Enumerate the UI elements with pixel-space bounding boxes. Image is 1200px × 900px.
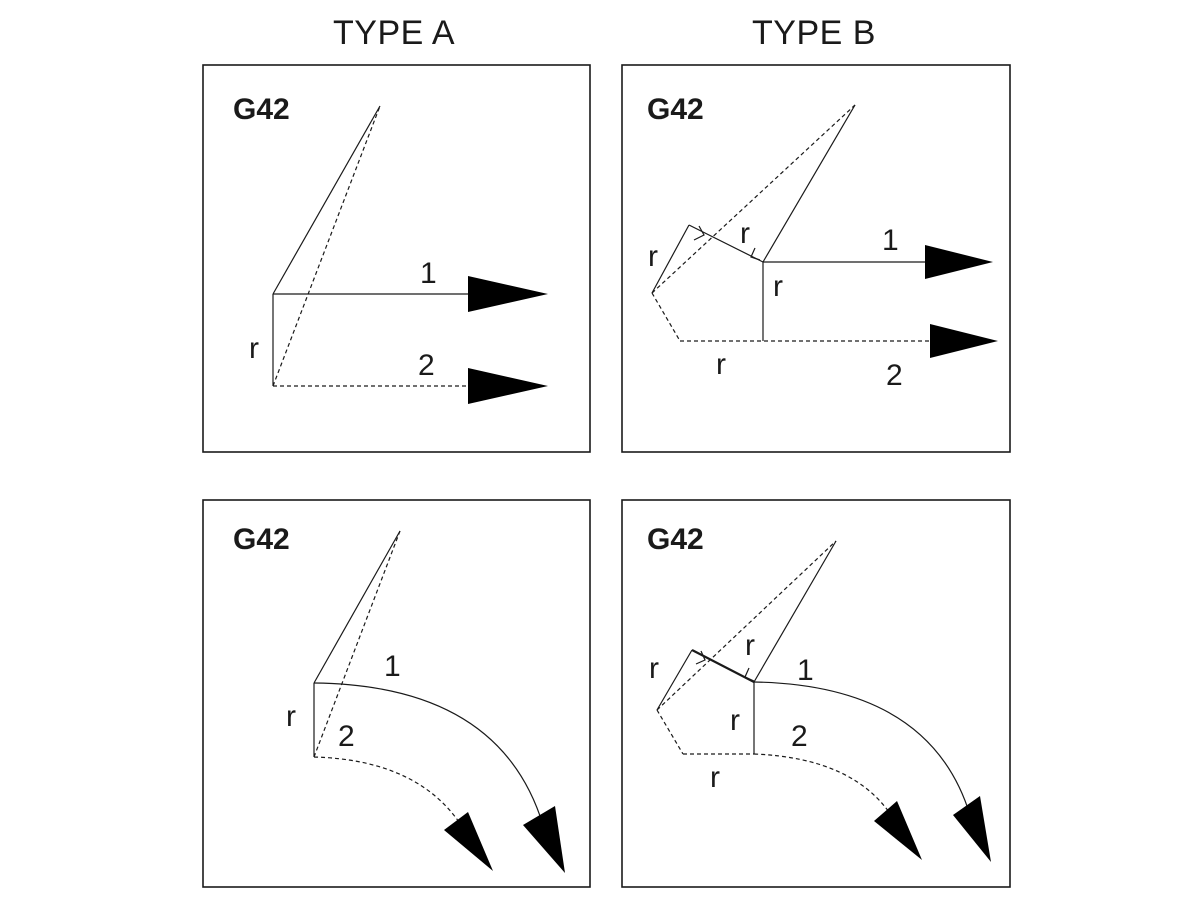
- programmed-arc-1: [753, 681, 971, 816]
- right-angle-mark: [695, 650, 706, 665]
- radius-label: r: [649, 652, 659, 685]
- panel-type-a-top: [202, 64, 591, 453]
- tool-center-transition: [656, 709, 684, 755]
- programmed-path-lead-in: [272, 105, 381, 295]
- path-2-label: 2: [338, 720, 355, 753]
- tool-center-arc-2: [753, 753, 894, 819]
- programmed-path-lead-in: [762, 104, 856, 263]
- path-1-label: 1: [797, 654, 814, 687]
- radius-label: r: [730, 704, 740, 737]
- radius-label: r: [740, 217, 750, 250]
- column-title-type-a: TYPE A: [333, 14, 456, 52]
- g-code-label: G42: [647, 523, 704, 556]
- path-1-label: 1: [384, 650, 401, 683]
- right-angle-mark: [693, 225, 705, 241]
- offset-radius-line-2: [656, 649, 693, 711]
- path-2-label: 2: [418, 349, 435, 382]
- programmed-path-lead-in: [313, 530, 401, 684]
- g-code-label: G42: [647, 93, 704, 126]
- arrow-path-2: [874, 801, 922, 860]
- g-code-label: G42: [233, 523, 290, 556]
- panel-frame: [202, 64, 591, 453]
- right-angle-mark: [744, 667, 755, 682]
- g-code-label: G42: [233, 93, 290, 126]
- panel-type-b-bottom: [621, 499, 1011, 888]
- panel-type-a-bottom: [202, 499, 591, 888]
- programmed-arc-1: [313, 682, 544, 826]
- path-2-label: 2: [886, 359, 903, 392]
- arrow-path-1: [925, 245, 993, 279]
- path-1-label: 1: [882, 224, 899, 257]
- programmed-path-lead-in: [753, 540, 837, 683]
- arrow-path-2: [444, 812, 493, 871]
- right-angle-mark: [750, 247, 761, 261]
- radius-label: r: [773, 270, 783, 303]
- path-2-label: 2: [791, 720, 808, 753]
- arrow-path-1: [953, 796, 991, 862]
- tool-center-path-lead-in: [272, 105, 381, 387]
- tool-center-path-lead-in: [656, 540, 837, 711]
- column-title-type-b: TYPE B: [752, 14, 876, 52]
- panel-frame: [202, 499, 591, 888]
- radius-label: r: [286, 700, 296, 733]
- tool-center-path-lead-in: [313, 530, 401, 758]
- radius-label: r: [745, 629, 755, 662]
- arrow-path-1: [523, 806, 565, 873]
- radius-label: r: [710, 761, 720, 794]
- tool-center-path-lead-in: [651, 104, 856, 294]
- radius-label: r: [716, 348, 726, 381]
- arrow-path-2: [930, 324, 998, 358]
- path-1-label: 1: [420, 257, 437, 290]
- arrow-path-2: [468, 368, 548, 404]
- radius-label: r: [249, 332, 259, 365]
- tool-center-arc-2: [313, 756, 464, 829]
- arrow-path-1: [468, 276, 548, 312]
- panel-frame: [621, 499, 1011, 888]
- tool-center-transition: [651, 292, 681, 342]
- offset-radius-line-2: [651, 224, 690, 294]
- panel-type-b-top: [621, 64, 1011, 453]
- panel-frame: [621, 64, 1011, 453]
- radius-label: r: [648, 240, 658, 273]
